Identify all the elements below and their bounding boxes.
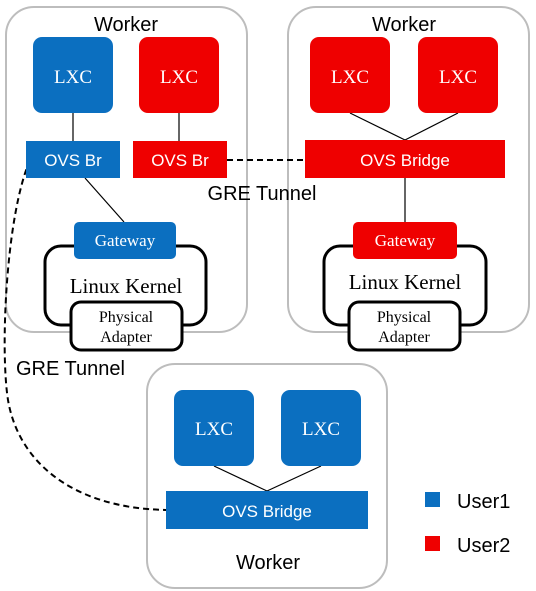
ovs-bridge-right-label: OVS Bridge xyxy=(360,151,450,170)
worker-bottom-title: Worker xyxy=(236,552,300,574)
ovs-br-left-user2 xyxy=(133,141,227,178)
legend-label-user1: User1 xyxy=(457,491,510,513)
lxc-right-user2-b xyxy=(418,37,498,113)
ovs-br-left-user1 xyxy=(26,141,120,178)
ovs-bridge-bottom xyxy=(166,491,368,529)
ovs-br-left-user1-label: OVS Br xyxy=(44,151,102,170)
lxc-bottom-user1-a xyxy=(174,390,254,466)
lxc-bottom-user1-b xyxy=(281,390,361,466)
link-ovsbr-to-gateway xyxy=(84,177,125,223)
ovs-br-left-user2-label: OVS Br xyxy=(151,151,209,170)
worker-left-title: Worker xyxy=(94,14,158,36)
linux-kernel-right-label: Linux Kernel xyxy=(349,270,462,294)
gre-tunnel-left-line xyxy=(3,159,167,511)
physical-adapter-right-line1: Physical xyxy=(377,309,432,326)
physical-adapter-left xyxy=(69,300,184,352)
ovs-bridge-bottom-label: OVS Bridge xyxy=(222,502,312,521)
physical-adapter-left-line1: Physical xyxy=(99,309,154,326)
legend-swatch-user2 xyxy=(425,536,440,551)
lxc-left-user2-label: LXC xyxy=(160,67,198,88)
linux-kernel-left-label: Linux Kernel xyxy=(70,274,183,298)
link-lxc1-to-ovsbridge-bottom xyxy=(213,465,268,492)
worker-right-title: Worker xyxy=(372,14,436,36)
ovs-bridge-right xyxy=(305,140,505,178)
legend-label-user2: User2 xyxy=(457,535,510,557)
physical-adapter-right xyxy=(347,300,462,352)
lxc-right-user2-a-label: LXC xyxy=(331,67,369,88)
physical-adapter-left-line2: Adapter xyxy=(100,329,152,346)
link-lxc2-to-ovsbridge-right xyxy=(404,112,459,141)
gateway-right xyxy=(353,222,457,259)
lxc-right-user2-b-label: LXC xyxy=(439,67,477,88)
link-lxc1-to-ovsbridge-right xyxy=(349,112,406,141)
gateway-left xyxy=(74,222,176,259)
gre-tunnel-left-label: GRE Tunnel xyxy=(16,358,125,380)
lxc-left-user1 xyxy=(33,37,113,113)
lxc-right-user2-a xyxy=(310,37,390,113)
lxc-left-user2 xyxy=(139,37,219,113)
lxc-bottom-user1-a-label: LXC xyxy=(195,419,233,440)
link-lxc2-to-ovsbridge-bottom xyxy=(266,465,322,492)
physical-adapter-right-line2: Adapter xyxy=(378,329,430,346)
legend-swatch-user1 xyxy=(425,492,440,507)
gre-tunnel-top-label: GRE Tunnel xyxy=(208,183,317,205)
gateway-right-label: Gateway xyxy=(375,231,436,250)
gateway-left-label: Gateway xyxy=(95,231,156,250)
lxc-bottom-user1-b-label: LXC xyxy=(302,419,340,440)
lxc-left-user1-label: LXC xyxy=(54,67,92,88)
